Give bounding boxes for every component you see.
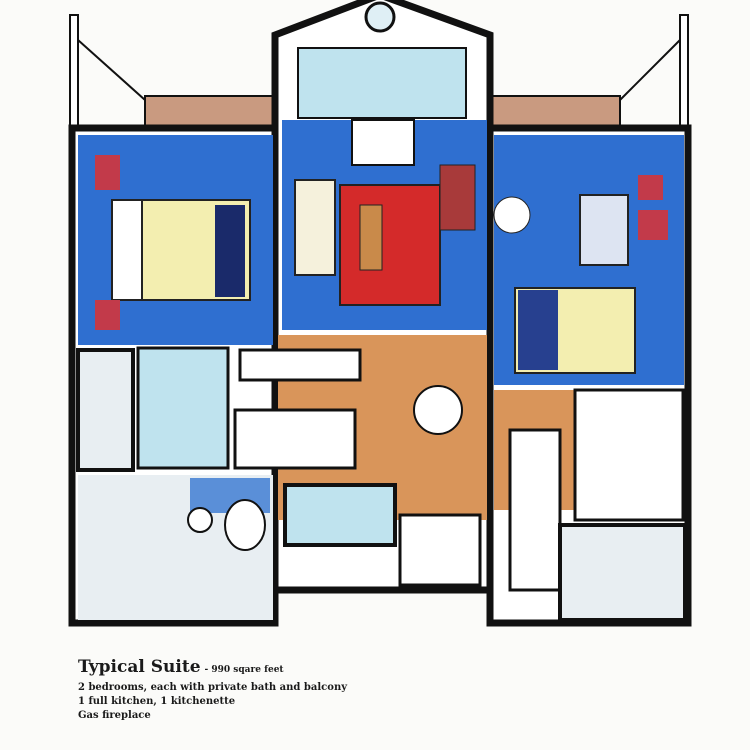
round-window — [364, 1, 396, 33]
skylight — [297, 47, 467, 119]
entry-door — [398, 513, 482, 587]
wall-picture — [638, 175, 663, 200]
sofa — [294, 179, 336, 276]
wall-picture — [95, 155, 120, 190]
caption-line: Gas fireplace — [78, 710, 151, 721]
kitchenette — [573, 388, 685, 522]
coffee-table — [359, 204, 383, 271]
right-bathroom — [558, 523, 687, 622]
square-footage: - 990 sqare feet — [204, 665, 284, 675]
wall-picture — [638, 210, 668, 240]
caption-line: 1 full kitchen, 1 kitchenette — [78, 696, 236, 707]
right-balcony — [491, 14, 689, 128]
kitchen-upper-counter — [238, 348, 362, 382]
left-headboard — [111, 199, 143, 301]
closet — [76, 348, 135, 472]
fireplace — [351, 119, 415, 166]
left-balcony — [69, 14, 274, 128]
kitchen-counter — [233, 408, 357, 470]
toilet — [187, 507, 213, 533]
armchair — [579, 194, 629, 266]
caption-title: Typical Suite- 990 sqare feet — [78, 657, 284, 677]
bathtub — [224, 499, 266, 551]
cabinet — [439, 164, 476, 231]
left-bed-blanket — [215, 205, 245, 297]
right-bed-blanket — [518, 290, 558, 370]
entry-closet — [283, 483, 397, 547]
dining-table — [413, 385, 463, 435]
red-rug — [339, 184, 441, 306]
closet — [508, 428, 562, 592]
title-text: Typical Suite — [78, 657, 201, 677]
side-table — [493, 196, 531, 234]
caption-line: 2 bedrooms, each with private bath and b… — [78, 682, 348, 693]
wall-picture — [95, 300, 120, 330]
window — [136, 346, 230, 470]
